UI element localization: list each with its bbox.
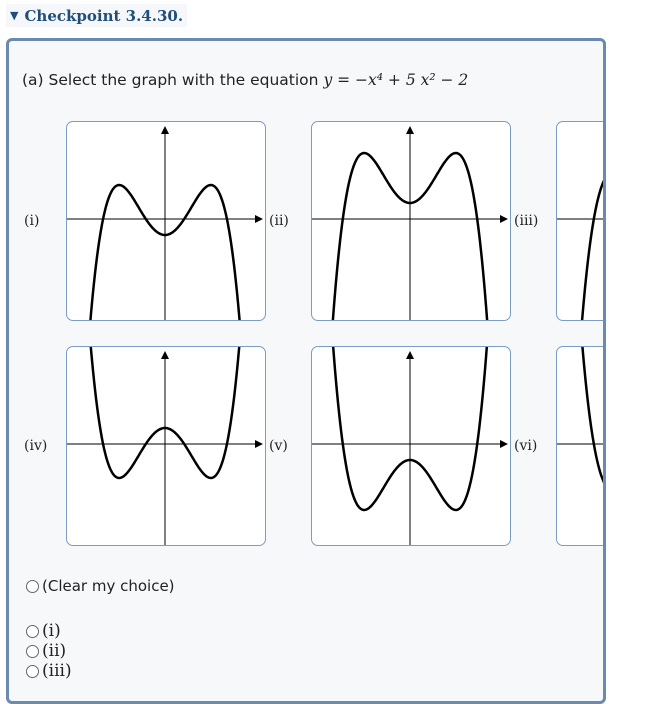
question-prefix: (a) Select the graph with the equation <box>22 71 319 89</box>
graph-svg <box>67 126 263 320</box>
y-axis-arrow-icon <box>161 126 169 134</box>
choice-i[interactable]: (i) <box>26 621 61 641</box>
exercise-container: (a) Select the graph with the equation y… <box>6 38 606 704</box>
graph-panel[interactable] <box>66 121 266 321</box>
x-axis-arrow-icon <box>255 440 263 448</box>
x-axis-arrow-icon <box>500 215 508 223</box>
option-label: (iii) <box>42 661 72 681</box>
curve <box>331 347 489 512</box>
radio-button[interactable] <box>26 664 39 678</box>
graph-label: (iii) <box>514 213 539 229</box>
graph-svg <box>312 126 508 320</box>
option-label: (Clear my choice) <box>42 577 175 595</box>
x-axis-arrow-icon <box>500 440 508 448</box>
checkpoint-title: Checkpoint 3.4.30. <box>24 6 184 25</box>
graph-label: (ii) <box>269 213 289 229</box>
graph-panel[interactable] <box>556 346 603 546</box>
radio-button[interactable] <box>26 579 39 593</box>
choice-ii[interactable]: (ii) <box>26 641 66 661</box>
graph-label: (vi) <box>514 438 538 454</box>
y-axis-arrow-icon <box>161 351 169 359</box>
graph-label: (v) <box>269 438 288 454</box>
graph-panel[interactable] <box>66 346 266 546</box>
option-label: (i) <box>42 621 61 641</box>
graph-row-1: (i) (ii) (iii) <box>24 121 603 321</box>
curve <box>580 179 603 320</box>
graph-row-2: (iv) (v) (vi) <box>24 346 603 546</box>
collapse-triangle-icon: ▼ <box>10 9 19 22</box>
curve <box>581 347 603 484</box>
equation: y = −x⁴ + 5 x² − 2 <box>323 71 469 89</box>
graph-svg <box>67 347 263 545</box>
y-axis-arrow-icon <box>406 351 414 359</box>
question-text: (a) Select the graph with the equation y… <box>22 71 468 89</box>
graph-panel[interactable] <box>556 121 603 321</box>
graph-svg <box>557 179 603 320</box>
curve <box>89 347 241 480</box>
graph-svg <box>557 347 603 484</box>
graph-panel[interactable] <box>311 346 511 546</box>
curve <box>89 183 241 320</box>
radio-button[interactable] <box>26 624 39 638</box>
graph-label: (iv) <box>24 438 48 454</box>
graph-panel[interactable] <box>311 121 511 321</box>
checkpoint-header[interactable]: ▼ Checkpoint 3.4.30. <box>6 4 188 27</box>
y-axis-arrow-icon <box>406 126 414 134</box>
radio-button[interactable] <box>26 644 39 658</box>
x-axis-arrow-icon <box>255 215 263 223</box>
option-label: (ii) <box>42 641 67 661</box>
choice-iii[interactable]: (iii) <box>26 661 72 681</box>
graph-label: (i) <box>24 213 40 229</box>
clear-choice-option[interactable]: (Clear my choice) <box>26 577 175 595</box>
graph-svg <box>312 347 508 545</box>
curve <box>331 151 489 320</box>
